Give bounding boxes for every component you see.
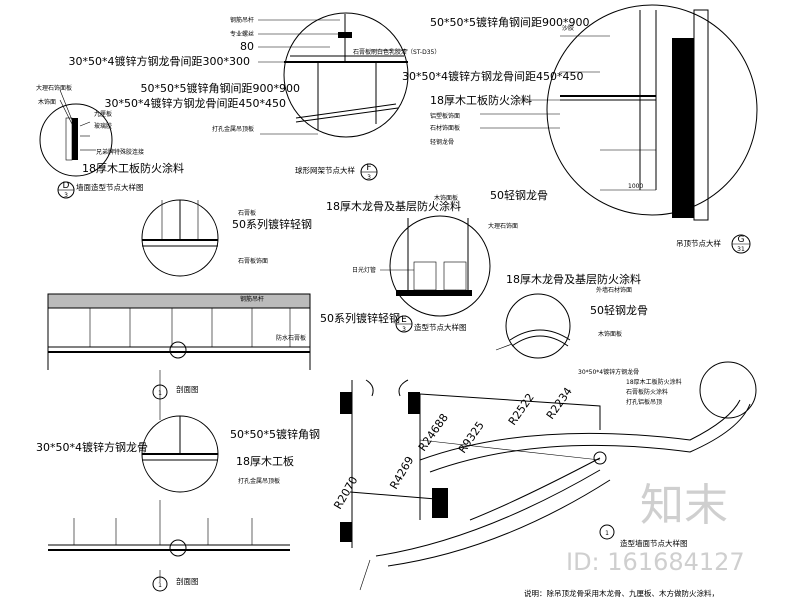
dim-s2-30x50x4: 30*50*4镀锌方钢龙骨: [36, 440, 148, 454]
marker-d: [57, 181, 75, 199]
marker-s2-num: 1: [158, 582, 162, 589]
label-p1: 30*50*4镀锌方钢龙骨: [578, 368, 639, 376]
marker-f-letter: F: [366, 163, 371, 173]
watermark-id: ID: 161684127: [566, 548, 745, 576]
label-s1c: 钢筋吊杆: [240, 295, 264, 303]
label-g1: 沙胶: [562, 24, 574, 32]
marker-g-letter: G: [738, 235, 745, 245]
label-e3: 日光灯管: [352, 266, 376, 274]
dim-s2-18: 18厚木工板: [236, 454, 294, 468]
caption-d: 墙面造型节点大样图: [76, 182, 144, 192]
label-s2a: 打孔金属吊顶板: [238, 477, 280, 485]
label-e2b: 木饰面板: [598, 330, 622, 338]
section-2: [48, 415, 290, 582]
dim-r2: R9325: [456, 419, 487, 456]
label-e2a: 外墙石材饰面: [596, 286, 632, 294]
label-f5: 打孔金属吊顶板: [212, 125, 254, 133]
label-f1: 钢筋吊杆: [230, 16, 254, 24]
dim-a-80: 80: [240, 40, 254, 53]
dim-r4: R2234: [544, 385, 575, 422]
detail-g: [480, 4, 758, 221]
watermark-brand: 知末: [640, 480, 728, 531]
label-g4: 轻钢龙骨: [430, 138, 454, 146]
label-e2: 大理石饰面: [488, 222, 518, 230]
caption-g: 吊顶节点大样: [676, 238, 721, 248]
marker-e-letter: E: [401, 315, 407, 325]
marker-e: [395, 315, 413, 333]
dim-a-30x50x4: 30*50*4镀锌方钢龙骨间距300*300: [69, 54, 250, 68]
caption-s1: 剖面图: [176, 384, 199, 394]
marker-s2: [152, 576, 168, 592]
detail-e: [380, 215, 491, 317]
dim-r1: R24688: [416, 411, 451, 453]
dim-e-50: 50轻钢龙骨: [490, 188, 548, 202]
dim-g-18: 18厚木工板防火涂料: [430, 93, 532, 107]
label-s1a: 石膏板: [238, 209, 256, 217]
label-g3: 石材饰面板: [430, 124, 460, 132]
marker-p-num: 1: [605, 530, 609, 537]
marker-g-sheet: 31: [737, 246, 745, 253]
caption-f: 球形网架节点大样: [295, 165, 355, 175]
dim-e2-50: 50轻钢龙骨: [590, 303, 648, 317]
label-f2: 专业螺丝: [230, 30, 254, 38]
marker-s1-num: 1: [158, 390, 162, 397]
section-1: [47, 199, 311, 420]
label-d4: 玻璃胶: [94, 122, 112, 130]
dim-r3: R2522: [506, 391, 537, 428]
label-g5: 1000: [628, 183, 643, 190]
label-d3: 九厘板: [94, 110, 112, 118]
dim-g-50x50x5: 50*50*5镀锌角钢间距900*900: [430, 15, 589, 29]
dim-b-30x50x4: 30*50*4镀锌方钢龙骨间距450*450: [105, 96, 286, 110]
label-g2: 铝塑板饰面: [430, 112, 460, 120]
caption-p: 造型墙面节点大样图: [620, 538, 688, 548]
label-s1e: 防水石膏板: [276, 334, 306, 342]
caption-s2: 剖面图: [176, 576, 199, 586]
marker-g: [731, 234, 751, 254]
marker-s1: [152, 384, 168, 400]
dim-d-18: 18厚木工板防火涂料: [82, 161, 184, 175]
label-d2: 木饰面: [38, 98, 56, 106]
caption-e: 造型节点大样图: [414, 322, 467, 332]
dim-g-30x50x4: 30*50*4镀锌方钢龙骨间距450*450: [402, 69, 583, 83]
detail-d: [39, 89, 113, 177]
dim-r6: R4269: [387, 454, 416, 491]
label-e1: 木饰面板: [434, 194, 458, 202]
dim-b-50x50x5: 50*50*5镀锌角钢间距900*900: [141, 81, 300, 95]
marker-d-letter: D: [63, 181, 70, 191]
plan-view: [340, 361, 757, 591]
marker-f-sheet: 3: [367, 174, 371, 181]
detail-e2: [495, 293, 571, 359]
label-p2: 18厚木工板防火涂料: [626, 378, 682, 386]
label-d1: 大理石饰面板: [36, 84, 72, 92]
dim-e2-18: 18厚木龙骨及基层防火涂料: [506, 272, 641, 286]
label-f4: 石膏板刷白色乳胶漆（ST-D35）: [353, 48, 440, 56]
dim-s1d: 50系列镀锌轻钢: [320, 311, 400, 325]
note: 说明：除吊顶龙骨采用木龙骨、九厘板、木方做防火涂料，: [524, 588, 719, 598]
label-p4: 打孔铝板吊顶: [626, 398, 662, 406]
dim-s2-50x50x5: 50*50*5镀锌角钢: [230, 427, 320, 441]
label-s1b: 石膏板饰面: [238, 257, 268, 265]
dim-e-18: 18厚木龙骨及基层防火涂料: [326, 199, 461, 213]
marker-f: [360, 163, 378, 181]
label-p3: 石膏板防火涂料: [626, 388, 668, 396]
marker-e-sheet: 3: [402, 326, 406, 333]
marker-d-sheet: 3: [64, 192, 68, 199]
label-d5: 兄弟牌特殊胶连接: [96, 148, 144, 156]
dim-s1-50: 50系列镀锌轻钢: [232, 217, 312, 231]
detail-f: [258, 12, 409, 138]
